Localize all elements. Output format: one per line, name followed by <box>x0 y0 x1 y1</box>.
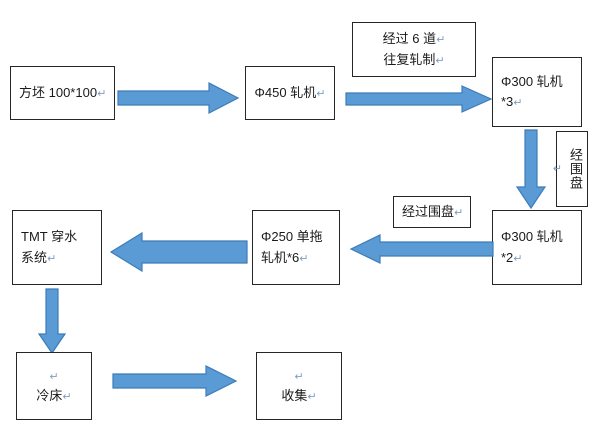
billet-box-line-1: 方坯 100*100 <box>19 84 98 100</box>
six-pass-note-box: 经过 6 道↵ 往复轧制↵ <box>352 22 476 77</box>
pilcrow-mark: ↵ <box>316 87 326 100</box>
pilcrow-mark: ↵ <box>435 54 445 67</box>
arrow-mill250-to-tmt <box>109 231 248 273</box>
pilcrow-mark: ↵ <box>307 391 317 403</box>
arrow-mill300x3-to-mill300x2 <box>515 129 547 210</box>
arrow-cooling-bed-to-collection <box>112 365 238 397</box>
mill-300-x2-box: Φ300 轧机 *2↵ <box>492 210 582 285</box>
mill-300-x3-line-1: Φ300 轧机 <box>501 73 563 89</box>
mill-300-x3-line-2: *3 <box>501 94 514 109</box>
through-looper-vertical-note-box: 经围盘 ↵ <box>551 131 588 207</box>
pilcrow-mark: ↵ <box>513 252 523 265</box>
pilcrow-mark: ↵ <box>550 162 563 176</box>
collection-text: 收集 <box>281 388 308 403</box>
arrow-tmt-to-cooling-bed <box>37 288 67 355</box>
mill-450-box: Φ450 轧机↵ <box>245 66 335 120</box>
arrow-billet-to-mill450 <box>117 82 240 114</box>
mill-450-box-line-1: Φ450 轧机 <box>254 84 317 100</box>
mill-300-x2-line-1: Φ300 轧机 <box>501 229 563 245</box>
tmt-water-cooling-box: TMT 穿水 系统↵ <box>12 210 102 285</box>
six-pass-note-line-1: 经过 6 道 <box>382 31 437 47</box>
mill-300-x2-line-2: *2 <box>501 249 514 265</box>
pilcrow-mark: ↵ <box>513 97 523 109</box>
six-pass-note-line-2: 往复轧制 <box>383 51 436 67</box>
through-looper-vertical-note-text: 经围盘 <box>568 148 583 190</box>
cooling-bed-box: ↵ 冷床↵ <box>16 352 92 420</box>
mill-250-line-1: Φ250 单拖 <box>261 229 323 245</box>
pilcrow-mark: ↵ <box>294 370 304 383</box>
mill-300-x3-box: Φ300 轧机 *3↵ <box>492 57 582 127</box>
billet-box: 方坯 100*100↵ <box>10 66 115 120</box>
pilcrow-mark: ↵ <box>47 252 57 265</box>
arrow-mill450-to-mill300x3 <box>345 85 493 113</box>
pilcrow-mark: ↵ <box>299 252 309 265</box>
pilcrow-mark: ↵ <box>49 370 59 383</box>
pilcrow-mark: ↵ <box>454 206 464 219</box>
mill-250-single-drag-box: Φ250 单拖 轧机*6↵ <box>252 210 340 285</box>
pilcrow-mark: ↵ <box>62 391 72 403</box>
through-looper-note-box: 经过围盘↵ <box>393 196 471 228</box>
through-looper-note-text: 经过围盘 <box>402 203 455 219</box>
mill-250-line-2: 轧机*6 <box>261 249 300 265</box>
tmt-line-1: TMT 穿水 <box>21 229 78 245</box>
arrow-mill300x2-to-mill250 <box>349 233 494 265</box>
collection-box: ↵ 收集↵ <box>256 352 342 420</box>
pilcrow-mark: ↵ <box>97 87 107 100</box>
pilcrow-mark: ↵ <box>436 34 446 47</box>
tmt-line-2: 系统 <box>21 249 48 265</box>
cooling-bed-text: 冷床 <box>36 388 63 403</box>
